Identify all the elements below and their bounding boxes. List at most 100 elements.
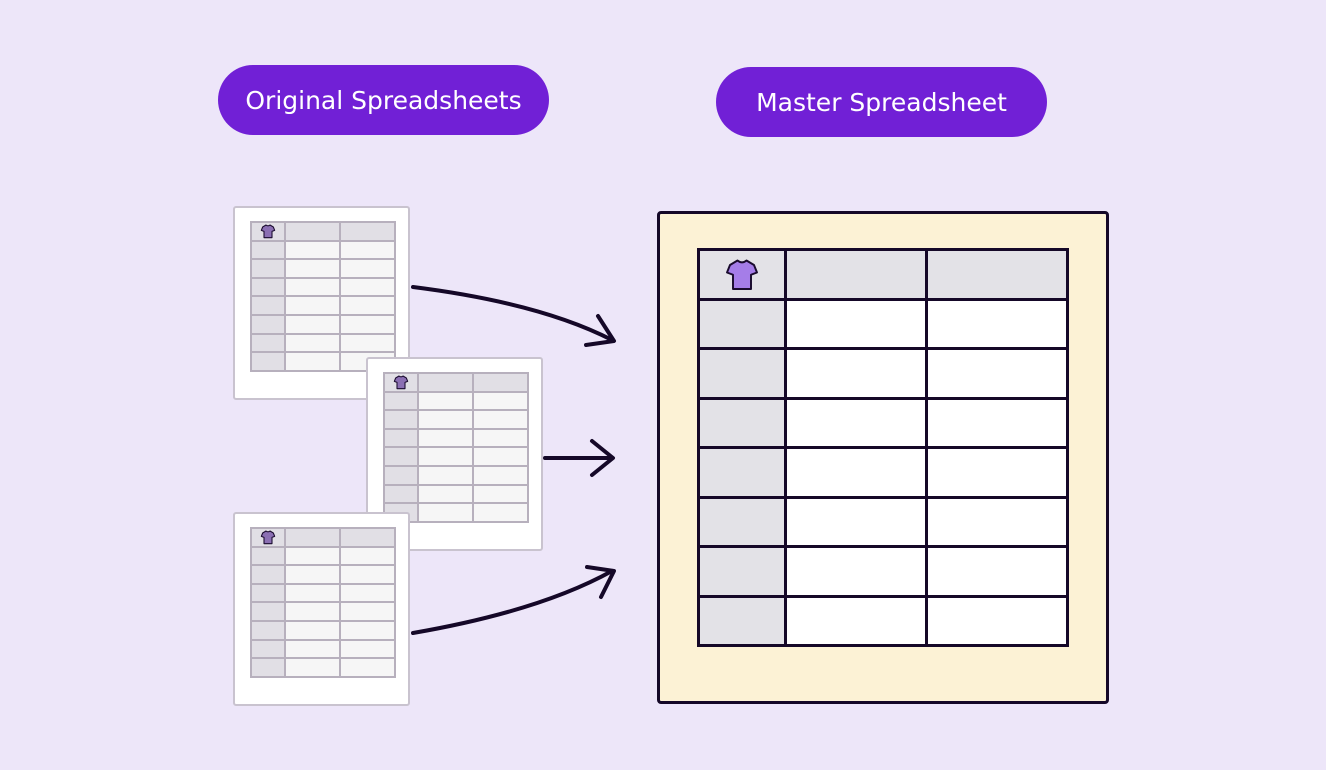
table-cell xyxy=(339,582,396,604)
table-cell xyxy=(250,239,286,261)
table-row xyxy=(383,464,529,486)
table-cell xyxy=(339,619,396,641)
table-cell xyxy=(784,297,928,350)
table-cell xyxy=(250,601,286,622)
table-row xyxy=(250,332,396,354)
table-cell xyxy=(472,483,529,505)
table-cell xyxy=(339,638,396,660)
table-cell xyxy=(784,248,928,301)
table-cell xyxy=(784,545,928,598)
table-cell xyxy=(339,221,396,242)
table-cell xyxy=(339,601,396,622)
table-cell xyxy=(697,545,787,598)
table-row xyxy=(697,545,1069,598)
table-cell xyxy=(284,601,341,622)
table-cell xyxy=(383,427,419,449)
table-cell xyxy=(925,495,1069,548)
table-cell xyxy=(284,619,341,641)
table-cell xyxy=(697,594,787,647)
table-row xyxy=(250,295,396,316)
original-grid xyxy=(383,372,529,523)
arrow-top xyxy=(411,285,614,342)
table-cell xyxy=(250,638,286,660)
table-cell xyxy=(417,502,474,523)
tshirt-icon xyxy=(700,256,784,292)
table-row xyxy=(697,495,1069,548)
table-row xyxy=(250,638,396,660)
arrow-bottom xyxy=(411,569,614,635)
table-cell xyxy=(339,564,396,585)
table-cell xyxy=(697,495,787,548)
table-cell xyxy=(250,564,286,585)
table-cell xyxy=(339,332,396,354)
table-row xyxy=(250,313,396,335)
table-cell xyxy=(697,347,787,400)
table-cell xyxy=(339,258,396,279)
table-row xyxy=(697,297,1069,350)
table-row xyxy=(250,258,396,279)
master-grid xyxy=(697,248,1069,647)
table-cell xyxy=(250,221,286,242)
table-cell xyxy=(284,638,341,660)
table-cell xyxy=(284,545,341,567)
table-cell xyxy=(784,347,928,400)
table-cell xyxy=(250,351,286,372)
original-spreadsheet-3 xyxy=(233,512,410,706)
table-cell xyxy=(250,313,286,335)
tshirt-icon xyxy=(385,374,417,390)
table-cell xyxy=(250,527,286,548)
table-cell xyxy=(472,427,529,449)
table-row xyxy=(697,594,1069,647)
tshirt-icon xyxy=(252,529,284,545)
table-row xyxy=(697,446,1069,499)
table-cell xyxy=(697,446,787,499)
original-spreadsheet-2 xyxy=(366,357,543,551)
table-row xyxy=(250,619,396,641)
header-row xyxy=(250,527,396,548)
table-row xyxy=(383,390,529,412)
table-cell xyxy=(925,396,1069,449)
table-cell xyxy=(784,446,928,499)
master-spreadsheet-label: Master Spreadsheet xyxy=(716,67,1047,137)
header-row xyxy=(697,248,1069,301)
table-cell xyxy=(383,446,419,467)
table-cell xyxy=(784,594,928,647)
table-cell xyxy=(472,390,529,412)
table-cell xyxy=(697,297,787,350)
table-cell xyxy=(339,276,396,298)
table-cell xyxy=(339,657,396,678)
table-cell xyxy=(925,594,1069,647)
arrow-top-head xyxy=(584,314,616,347)
table-cell xyxy=(697,248,787,301)
table-cell xyxy=(925,297,1069,350)
table-row xyxy=(250,545,396,567)
table-cell xyxy=(284,657,341,678)
table-cell xyxy=(250,276,286,298)
table-cell xyxy=(250,582,286,604)
table-cell xyxy=(250,657,286,678)
table-cell xyxy=(417,390,474,412)
tshirt-icon xyxy=(252,223,284,239)
table-cell xyxy=(925,446,1069,499)
table-cell xyxy=(417,483,474,505)
table-row xyxy=(383,446,529,467)
table-cell xyxy=(284,564,341,585)
table-row xyxy=(250,657,396,678)
arrow-bottom-head xyxy=(585,565,616,599)
table-cell xyxy=(925,248,1069,301)
table-cell xyxy=(784,396,928,449)
table-cell xyxy=(925,545,1069,598)
original-grid xyxy=(250,221,396,372)
arrow-middle-head xyxy=(590,439,615,477)
table-row xyxy=(250,601,396,622)
original-spreadsheet-1 xyxy=(233,206,410,400)
table-cell xyxy=(250,332,286,354)
original-grid xyxy=(250,527,396,678)
original-spreadsheets-label: Original Spreadsheets xyxy=(218,65,549,135)
table-cell xyxy=(784,495,928,548)
table-cell xyxy=(250,545,286,567)
table-row xyxy=(697,396,1069,449)
table-cell xyxy=(383,464,419,486)
table-cell xyxy=(284,332,341,354)
